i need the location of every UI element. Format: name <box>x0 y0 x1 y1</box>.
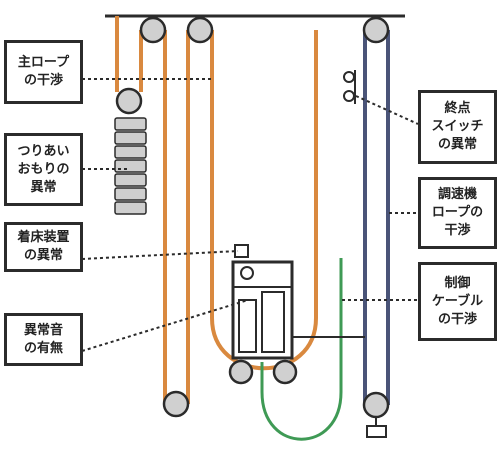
leader-limit-switch <box>355 95 419 125</box>
leader-noise <box>81 299 249 352</box>
top-sheave-left <box>139 16 167 44</box>
label-governor-rope: 調速機 ロープの 干渉 <box>418 177 497 249</box>
governor-rope <box>363 30 390 405</box>
car-sheave-left <box>228 359 254 385</box>
label-landing-device: 着床装置 の異常 <box>4 222 83 272</box>
label-noise: 異常音 の有無 <box>4 313 83 366</box>
label-main-rope: 主ロープ の干渉 <box>4 40 83 104</box>
control-cable <box>260 258 343 441</box>
governor-tension-sheave <box>362 391 390 419</box>
leader-landing-device <box>81 250 239 260</box>
landing-device <box>234 244 249 258</box>
top-sheave-middle <box>186 16 214 44</box>
elevator-car <box>231 260 365 360</box>
counterweight-sheave <box>115 87 143 115</box>
label-limit-switch: 終点 スイッチ の異常 <box>418 90 497 164</box>
counterweight <box>114 117 147 215</box>
main-rope <box>115 16 318 404</box>
limit-switch <box>343 70 356 104</box>
car-sheave-right <box>272 359 298 385</box>
leader-lines <box>81 78 419 352</box>
label-counterweight: つりあい おもりの 異常 <box>4 133 83 206</box>
label-control-cable: 制御 ケーブル の干渉 <box>418 262 497 341</box>
bottom-sheave-left <box>162 390 190 418</box>
top-sheave-governor <box>362 16 390 44</box>
tension-weight <box>366 425 387 438</box>
